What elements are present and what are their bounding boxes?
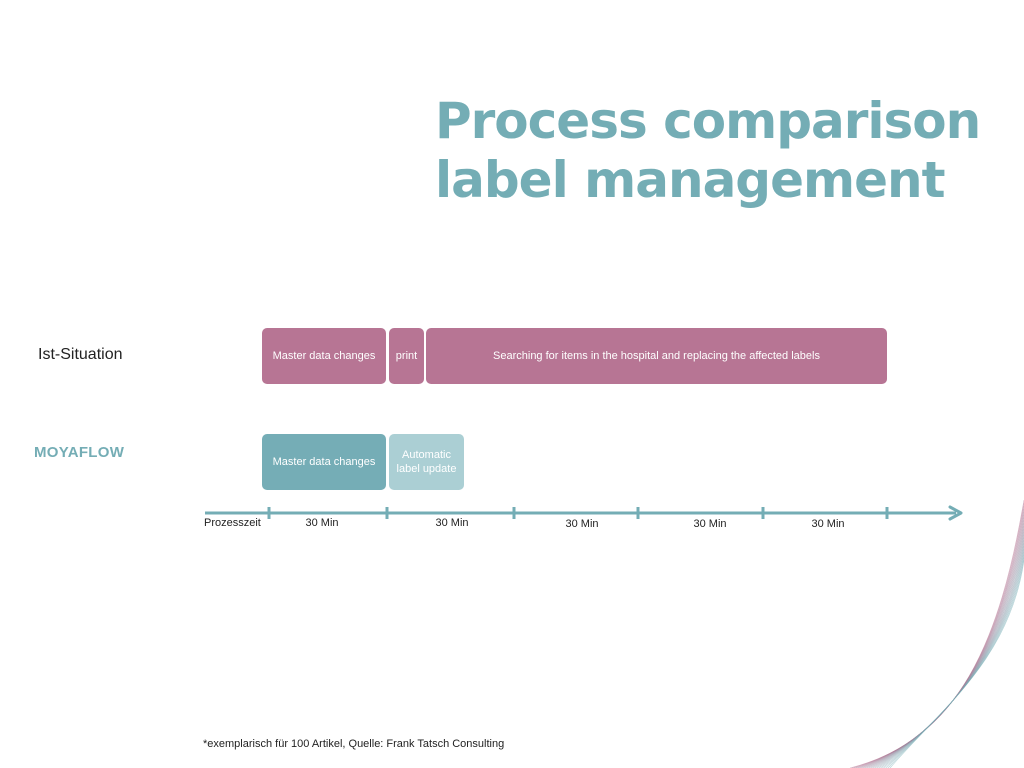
axis-tick-label: 30 Min bbox=[305, 517, 339, 529]
ist-print-label: print bbox=[395, 350, 418, 362]
axis-tick-label: 30 Min bbox=[435, 517, 469, 529]
axis-tick-label: 30 Min bbox=[811, 518, 845, 530]
ist-situation-label: Ist-Situation bbox=[38, 346, 123, 363]
ist-print-bar: print bbox=[389, 328, 424, 384]
ist-master-data-changes-label: Master data changes bbox=[272, 350, 376, 362]
title-line-1: Process comparison bbox=[435, 92, 981, 150]
moyaflow-automatic-update-bar: Automatic label update bbox=[389, 434, 464, 490]
footnote: *exemplarisch für 100 Artikel, Quelle: F… bbox=[203, 738, 505, 750]
ist-searching-bar: Searching for items in the hospital and … bbox=[426, 328, 887, 384]
axis-tick-label: 30 Min bbox=[693, 518, 727, 530]
axis-tick-label: 30 Min bbox=[565, 518, 599, 530]
ist-searching-label: Searching for items in the hospital and … bbox=[493, 350, 820, 362]
moyaflow-master-data-changes-label: Master data changes bbox=[272, 456, 376, 468]
axis-start-label: Prozesszeit bbox=[204, 517, 261, 529]
moyaflow-master-data-changes-bar: Master data changes bbox=[262, 434, 386, 490]
title-line-2: label management bbox=[435, 151, 946, 209]
moyaflow-automatic-update-label: Automatic label update bbox=[396, 449, 457, 475]
moyaflow-label: MOYAFLOW bbox=[34, 444, 125, 461]
ist-master-data-changes-bar: Master data changes bbox=[262, 328, 386, 384]
page-title: Process comparison label management bbox=[435, 92, 981, 210]
